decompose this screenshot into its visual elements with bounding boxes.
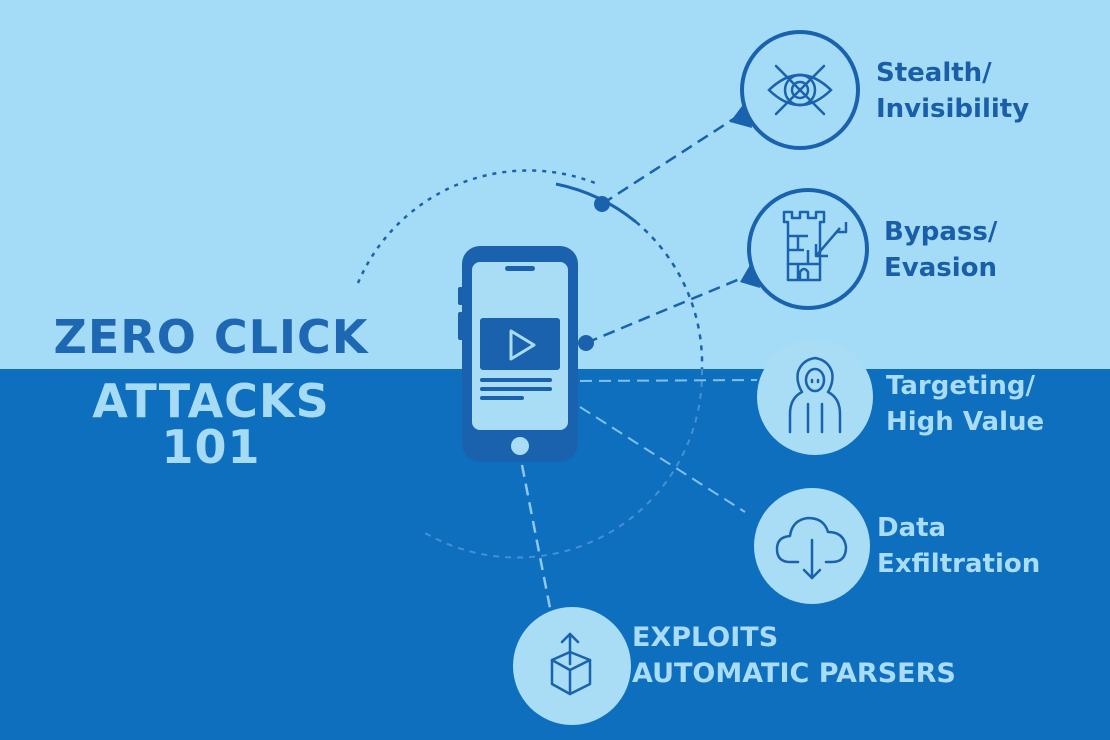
label-targeting-line-1: Targeting/ — [886, 371, 1035, 401]
label-bypass: Bypass/ Evasion — [884, 214, 997, 286]
connector-exploits — [520, 464, 552, 609]
label-stealth-line-2: Invisibility — [876, 94, 1030, 124]
label-exploits-line-2: AUTOMATIC PARSERS — [632, 658, 956, 689]
smartphone-play-icon — [458, 246, 578, 462]
label-stealth-line-1: Stealth/ — [876, 58, 992, 88]
orbit-arc-lower — [419, 368, 704, 559]
label-bypass-line-2: Evasion — [884, 253, 998, 283]
hooded-figure-icon — [788, 356, 842, 434]
label-bypass-line-1: Bypass/ — [884, 217, 998, 247]
orbit-arc-upper — [356, 169, 601, 284]
label-exfil: Data Exfiltration — [877, 510, 1040, 582]
node-exfil — [754, 488, 870, 604]
label-exfil-line-1: Data — [877, 513, 947, 543]
phone-side-dot — [578, 335, 594, 351]
title-line-1: ZERO CLICK — [53, 310, 369, 364]
box-upload-icon — [550, 632, 592, 696]
connector-targeting — [579, 379, 758, 382]
node-stealth — [740, 30, 860, 150]
node-exploits — [513, 607, 631, 725]
label-exploits-line-1: EXPLOITS — [632, 622, 779, 653]
label-stealth: Stealth/ Invisibility — [876, 55, 1029, 127]
castle-tower-icon — [782, 210, 848, 282]
connector-exfil — [579, 406, 746, 513]
node-targeting — [757, 339, 873, 455]
label-targeting-line-2: High Value — [886, 407, 1045, 437]
label-targeting: Targeting/ High Value — [886, 368, 1044, 440]
connector-stealth — [601, 116, 736, 206]
label-exfil-line-2: Exfiltration — [877, 549, 1041, 579]
cloud-download-icon — [775, 516, 848, 580]
title-line-2: ATTACKS 101 — [92, 374, 330, 474]
label-exploits: EXPLOITS AUTOMATIC PARSERS — [632, 620, 956, 692]
connector-bypass — [585, 276, 743, 345]
orbit-dot — [594, 196, 610, 212]
crossed-eye-icon — [767, 64, 833, 116]
orbit-arc-right — [635, 221, 704, 370]
node-bypass — [747, 188, 869, 310]
